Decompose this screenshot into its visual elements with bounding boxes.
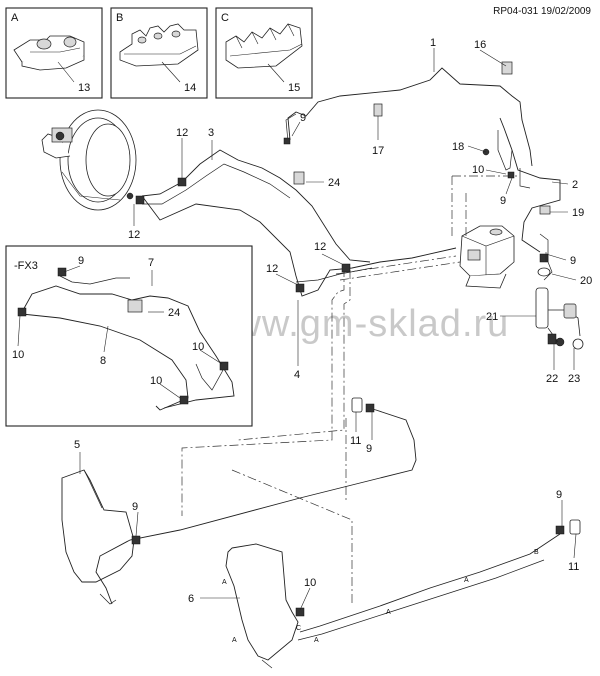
callout-9: 9 xyxy=(300,112,306,124)
callout-12: 12 xyxy=(314,241,326,253)
fx3-label: -FX3 xyxy=(14,260,38,272)
clip-box-c: C 15 xyxy=(215,7,313,99)
clip-a-icon xyxy=(13,35,85,71)
callout-14: 14 xyxy=(184,82,196,94)
rear-brake-hose-icon xyxy=(535,287,584,350)
callout-4: 4 xyxy=(294,369,300,381)
callout-21: 21 xyxy=(486,311,498,323)
callout-22: 22 xyxy=(546,373,558,385)
callout-9: 9 xyxy=(78,255,84,267)
clip-box-b: B 14 xyxy=(110,7,208,99)
callout-6: 6 xyxy=(188,593,194,605)
clip-24-icon xyxy=(127,299,143,313)
callout-10: 10 xyxy=(304,577,316,589)
pipe-5 xyxy=(61,469,135,583)
callout-1: 1 xyxy=(430,37,436,49)
reference-code: RP04-031 19/02/2009 xyxy=(493,6,591,17)
callout-11: 11 xyxy=(350,435,361,447)
pipe-clip-letters: A A A A A B C xyxy=(222,549,539,644)
pipe-6 xyxy=(225,543,299,661)
clip-c-icon xyxy=(225,23,303,69)
callout-9: 9 xyxy=(366,443,372,455)
callout-12: 12 xyxy=(176,127,188,139)
callout-8: 8 xyxy=(100,355,106,367)
pipe-5-front xyxy=(95,407,417,605)
clip-letter-c: C xyxy=(296,625,301,632)
clip-box-c-letter: C xyxy=(221,12,229,24)
callout-7: 7 xyxy=(148,257,154,269)
callout-13: 13 xyxy=(78,82,90,94)
pipe-7 xyxy=(21,285,235,409)
callout-9: 9 xyxy=(500,195,506,207)
callout-16: 16 xyxy=(474,39,486,51)
clip-letter-a: A xyxy=(232,637,237,644)
callout-2: 2 xyxy=(572,179,578,191)
callout-15: 15 xyxy=(288,82,300,94)
clip-letter-b: B xyxy=(534,549,539,556)
callout-10: 10 xyxy=(150,375,162,387)
pipe-1 xyxy=(287,67,533,167)
callout-3: 3 xyxy=(208,127,214,139)
callout-10: 10 xyxy=(192,341,204,353)
callout-9: 9 xyxy=(570,255,576,267)
pipe-2 xyxy=(499,117,561,253)
brake-booster-icon xyxy=(41,109,137,211)
callout-5: 5 xyxy=(74,439,80,451)
pipe-3 xyxy=(141,149,371,263)
abs-module-icon xyxy=(451,175,520,289)
callout-9: 9 xyxy=(556,489,562,501)
watermark: www.gm-sklad.ru xyxy=(204,303,509,345)
callout-10: 10 xyxy=(12,349,24,361)
callout-18: 18 xyxy=(452,141,464,153)
union-11 xyxy=(351,397,363,413)
callout-24: 24 xyxy=(168,307,180,319)
pipe-8 xyxy=(21,313,189,411)
callout-24: 24 xyxy=(328,177,340,189)
callout-12: 12 xyxy=(128,229,140,241)
callout-12: 12 xyxy=(266,263,278,275)
clip-letter-a: A xyxy=(464,577,469,584)
callout-9: 9 xyxy=(132,501,138,513)
clip-box-a: A 13 xyxy=(5,7,103,99)
fittings xyxy=(17,61,581,617)
clip-letter-a: A xyxy=(386,609,391,616)
callout-10: 10 xyxy=(472,164,484,176)
clip-letter-a: A xyxy=(222,579,227,586)
pipe-rear-long xyxy=(299,533,561,633)
callout-11: 11 xyxy=(568,561,579,573)
callout-19: 19 xyxy=(572,207,584,219)
fx3-inset: -FX3 xyxy=(5,245,253,427)
callout-20: 20 xyxy=(580,275,592,287)
callout-23: 23 xyxy=(568,373,580,385)
clip-letter-a: A xyxy=(314,637,319,644)
callout-17: 17 xyxy=(372,145,384,157)
clip-box-b-letter: B xyxy=(116,12,123,24)
leader-lines xyxy=(17,48,577,611)
callouts: 1 16 9 17 12 3 24 12 18 10 9 2 19 9 20 2… xyxy=(12,37,592,605)
clip-box-a-letter: A xyxy=(11,12,19,24)
